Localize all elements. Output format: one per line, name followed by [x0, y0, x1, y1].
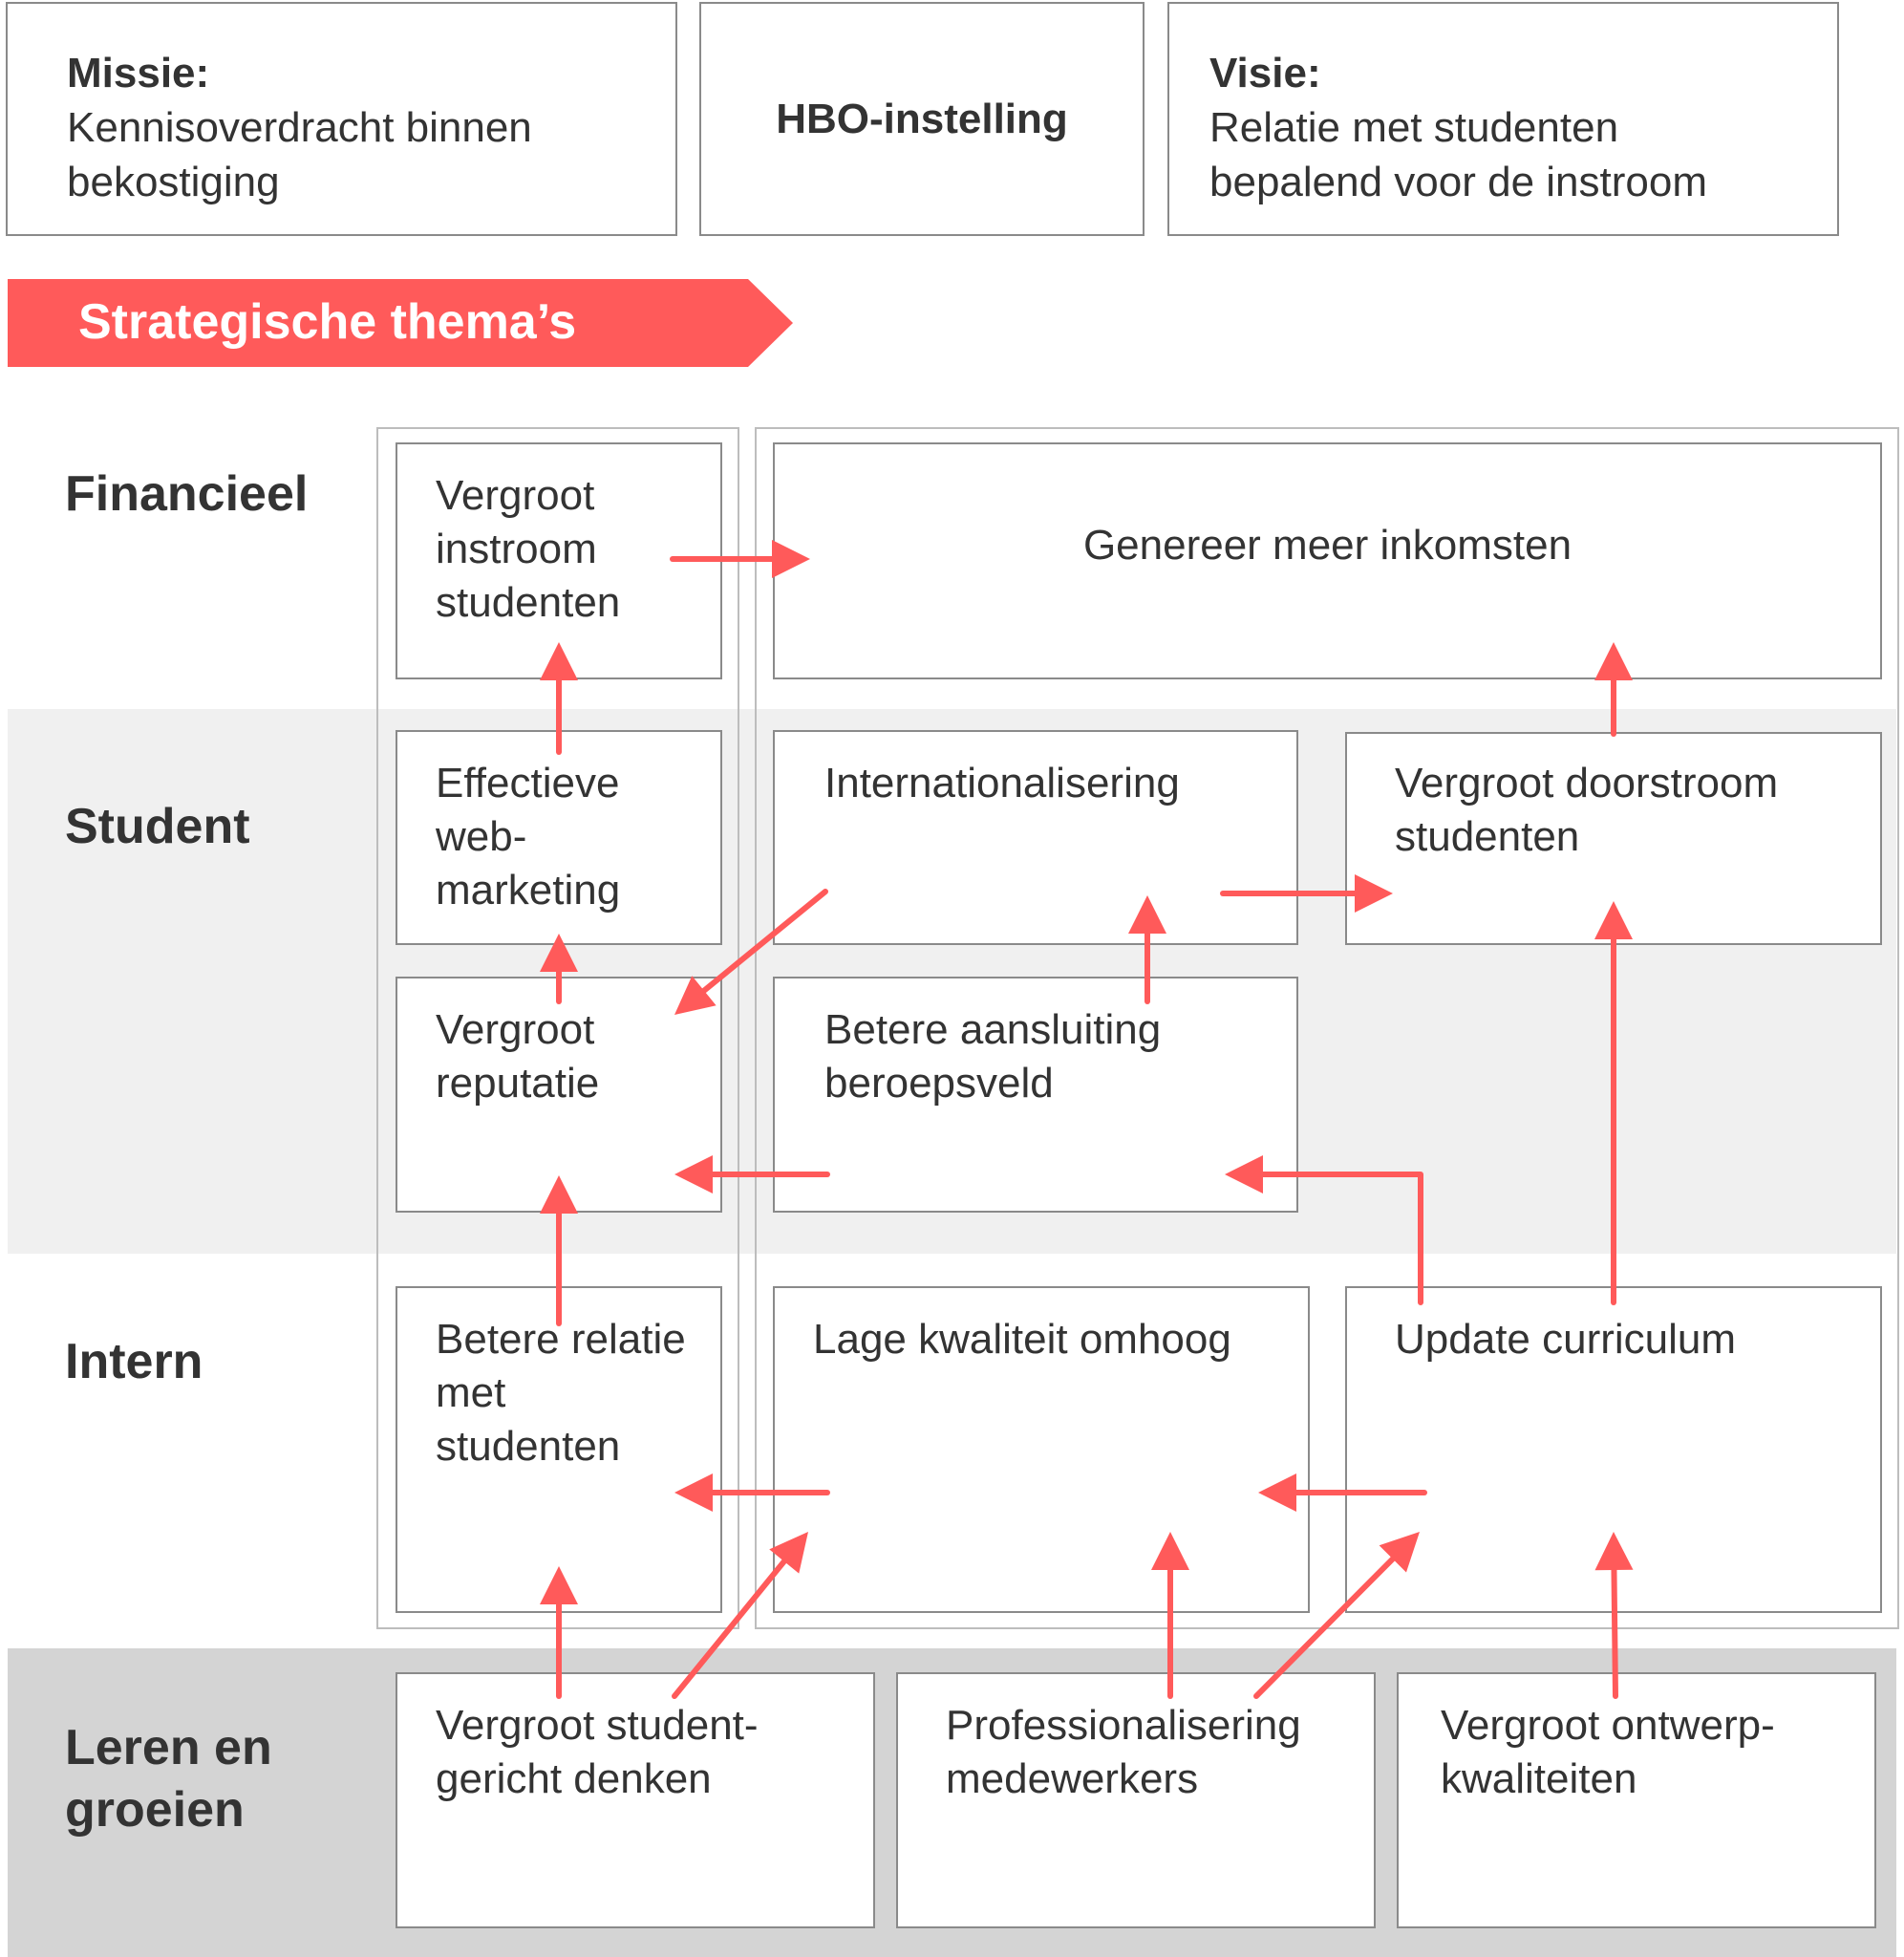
perspective-learning-line1: Leren en: [65, 1720, 272, 1775]
mission-title: Missie:: [67, 50, 210, 97]
vision-box: Visie: Relatie met studenten bepalend vo…: [1167, 2, 1839, 236]
node-vergroot-instroom-studenten: Vergroot instroom studenten: [396, 442, 722, 679]
mission-text: Kennisoverdracht binnen bekostiging: [67, 104, 532, 205]
node-betere-aansluiting-beroepsveld: Betere aansluiting beroepsveld: [773, 977, 1298, 1213]
mission-box: Missie: Kennisoverdracht binnen bekostig…: [6, 2, 677, 236]
perspective-learning-line2: groeien: [65, 1782, 245, 1838]
perspective-financial: Financieel: [65, 466, 309, 522]
strategic-themes-banner: Strategische thema’s: [8, 279, 793, 367]
perspective-internal: Intern: [65, 1334, 203, 1389]
node-vergroot-doorstroom-studenten: Vergroot doorstroom studenten: [1345, 732, 1882, 945]
node-genereer-meer-inkomsten: Genereer meer inkomsten: [773, 442, 1882, 679]
organization-title: HBO-instelling: [776, 96, 1068, 142]
perspective-student: Student: [65, 799, 250, 854]
vision-text: Relatie met studenten bepalend voor de i…: [1209, 104, 1707, 205]
vision-title: Visie:: [1209, 50, 1321, 97]
organization-box: HBO-instelling: [699, 2, 1145, 236]
node-vergroot-studentgericht-denken: Vergroot student-gericht denken: [396, 1672, 875, 1928]
node-internationalisering: Internationalisering: [773, 730, 1298, 945]
banner-arrow-shape: [8, 279, 793, 367]
node-vergroot-ontwerpkwaliteiten: Vergroot ontwerp-kwaliteiten: [1397, 1672, 1876, 1928]
banner-label: Strategische thema’s: [78, 294, 577, 350]
node-lage-kwaliteit-omhoog: Lage kwaliteit omhoog: [773, 1286, 1310, 1613]
node-effectieve-web-marketing: Effectieve web-marketing: [396, 730, 722, 945]
node-betere-relatie-met-studenten: Betere relatie met studenten: [396, 1286, 722, 1613]
node-vergroot-reputatie: Vergroot reputatie: [396, 977, 722, 1213]
node-update-curriculum: Update curriculum: [1345, 1286, 1882, 1613]
node-professionalisering-medewerkers: Professionalisering medewerkers: [896, 1672, 1376, 1928]
